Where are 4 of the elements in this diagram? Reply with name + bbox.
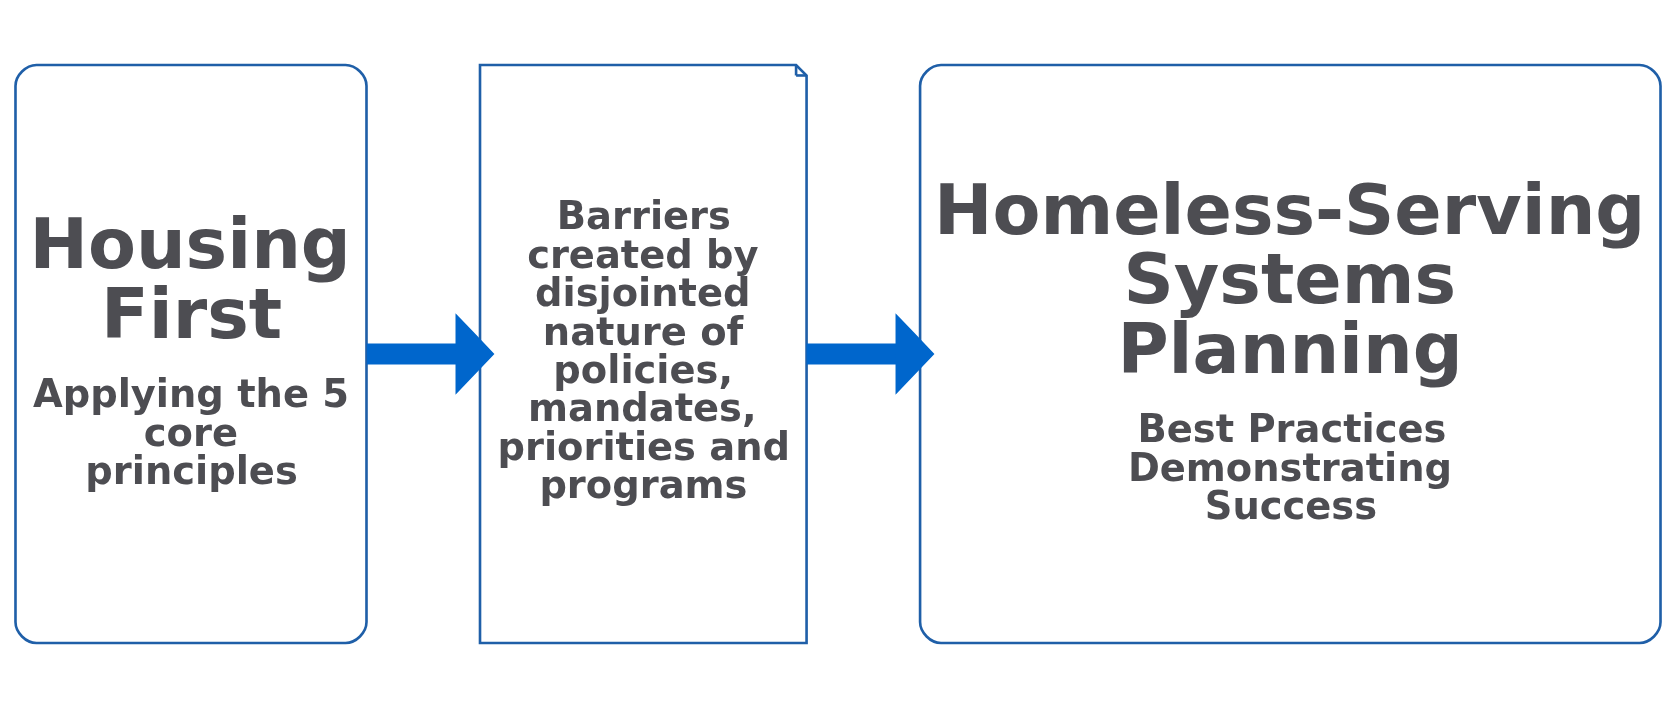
node-box: Housing First Applying the 5 core principles — [14, 63, 368, 645]
node-box: Homeless-Serving Systems Planning Best Practices Demonstrating Success — [918, 63, 1662, 645]
arrow — [366, 313, 495, 395]
arrow — [806, 313, 935, 395]
